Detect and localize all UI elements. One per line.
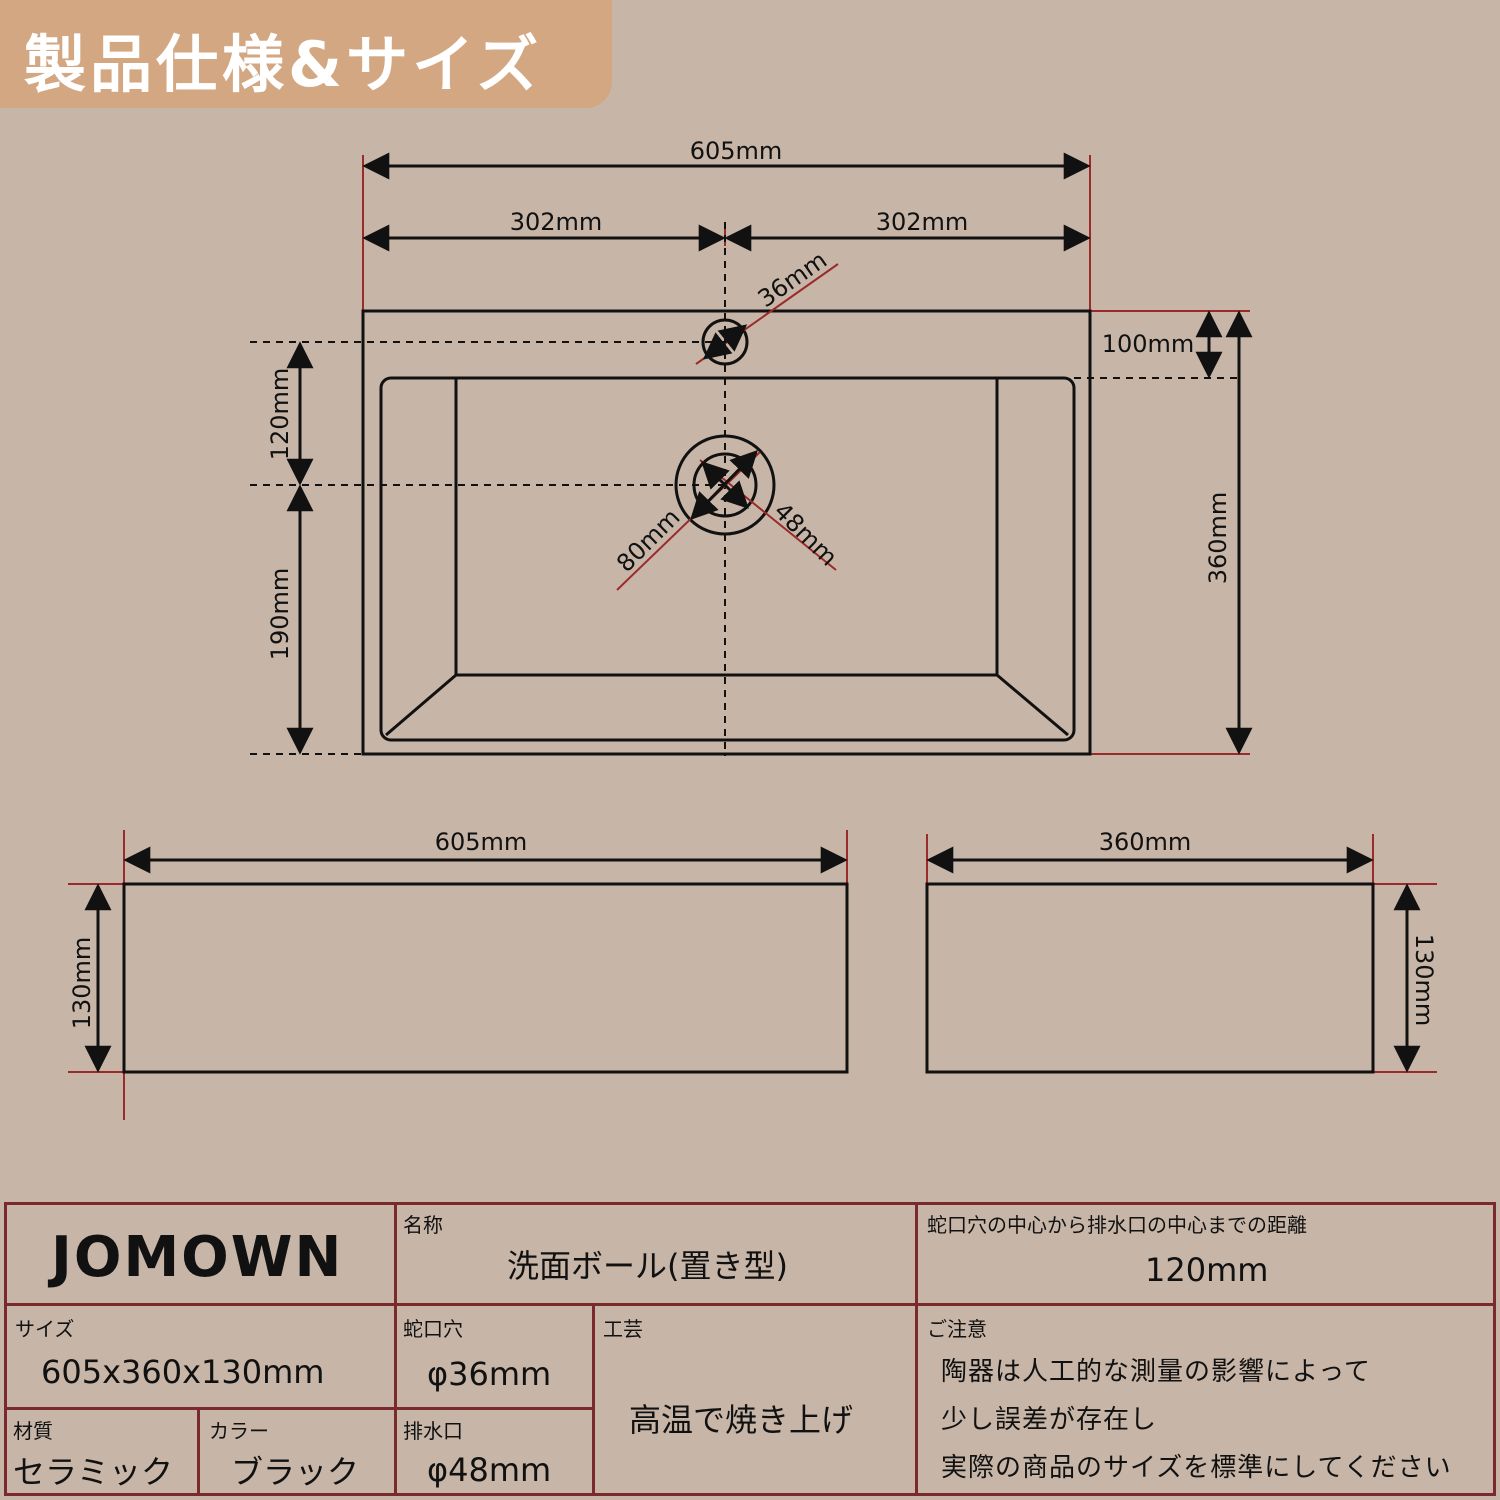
sink-outline [361, 309, 1092, 756]
basin-outer [379, 376, 1076, 742]
label-drain-to-edge: 190mm [266, 568, 294, 661]
faucet-label: 蛇口穴 [403, 1317, 463, 1341]
label-side-width: 360mm [1099, 828, 1192, 856]
front-view [122, 882, 849, 1074]
material-value: セラミック [13, 1453, 174, 1491]
dim-drain-inner [701, 461, 749, 509]
label-front-width: 605mm [435, 828, 528, 856]
spec-table: JOMOWN 名称 洗面ボール(置き型) 蛇口穴の中心から排水口の中心までの距離… [4, 1202, 1496, 1496]
basin-edge-right [996, 673, 1069, 737]
technical-drawing: 605mm 302mm 302mm 36mm 80mm 48mm 120mm 1… [68, 137, 1438, 1120]
label-half-right: 302mm [876, 208, 969, 236]
grid-h2 [7, 1407, 592, 1410]
dim-faucet-hole [702, 324, 748, 360]
name-label: 名称 [403, 1213, 443, 1237]
title-tab: 製品仕様&サイズ [0, 0, 612, 108]
drain-label: 排水口 [403, 1419, 463, 1443]
label-top-width: 605mm [690, 137, 783, 165]
color-value: ブラック [231, 1453, 360, 1491]
label-drain-inner: 48mm [768, 497, 842, 571]
grid-v1 [394, 1205, 397, 1493]
label-front-height: 130mm [68, 937, 96, 1030]
distance-value: 120mm [1145, 1251, 1269, 1289]
label-half-left: 302mm [510, 208, 603, 236]
basin-edge-left [385, 673, 457, 737]
craft-value: 高温で焼き上げ [629, 1401, 854, 1439]
name-value: 洗面ボール(置き型) [507, 1247, 788, 1285]
label-side-height: 130mm [1410, 934, 1438, 1027]
side-view [925, 882, 1375, 1074]
drain-outer [674, 434, 776, 536]
grid-h1 [7, 1303, 1493, 1306]
material-label: 材質 [13, 1419, 53, 1443]
label-faucet-to-drain: 120mm [266, 368, 294, 461]
basin-floor [454, 376, 999, 677]
note-line-1: 陶器は人工的な測量の影響によって [941, 1357, 1371, 1387]
craft-label: 工芸 [603, 1317, 643, 1341]
label-faucet-offset: 100mm [1102, 330, 1195, 358]
drain-value: φ48mm [427, 1451, 552, 1489]
grid-v4 [197, 1407, 200, 1493]
label-faucet-hole: 36mm [753, 246, 832, 313]
grid-v2 [915, 1205, 918, 1493]
size-label: サイズ [15, 1317, 75, 1341]
label-total-depth: 360mm [1204, 492, 1232, 585]
distance-label: 蛇口穴の中心から排水口の中心までの距離 [927, 1213, 1307, 1237]
size-value: 605x360x130mm [41, 1353, 325, 1391]
label-drain-outer: 80mm [611, 503, 685, 577]
brand-name: JOMOWN [51, 1225, 344, 1290]
note-line-3: 実際の商品のサイズを標準にしてください [941, 1453, 1452, 1483]
page-title: 製品仕様&サイズ [24, 28, 543, 101]
grid-v3 [592, 1305, 595, 1493]
notes-label: ご注意 [927, 1317, 987, 1341]
color-label: カラー [209, 1419, 269, 1443]
note-line-2: 少し誤差が存在し [941, 1405, 1158, 1435]
faucet-value: φ36mm [427, 1355, 552, 1393]
